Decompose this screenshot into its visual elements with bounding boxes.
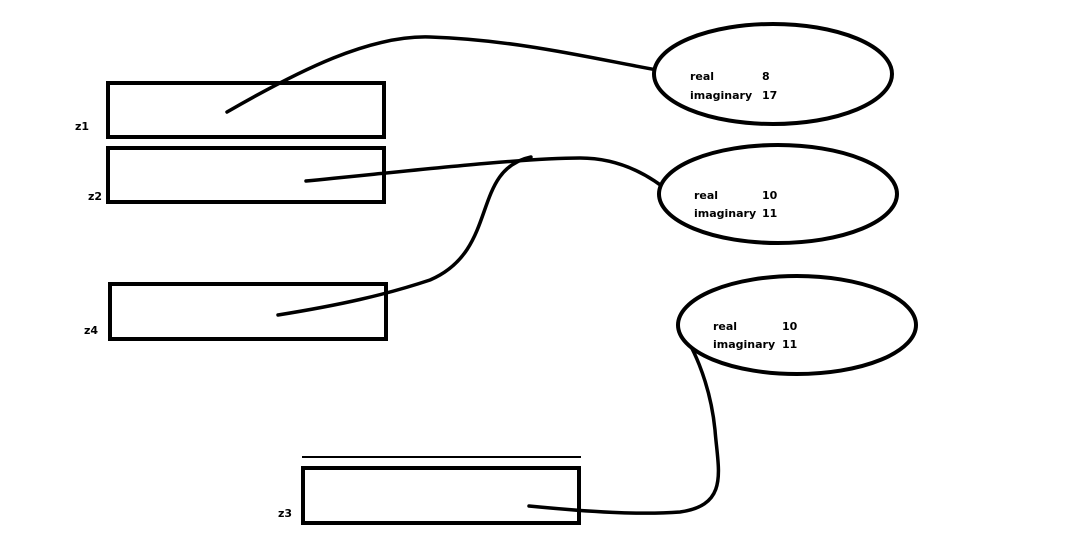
object-ellipse-1 [652,22,894,126]
imaginary-label: imaginary [694,207,756,220]
variable-z2: z2 [88,146,386,204]
variable-label-z1: z1 [75,120,89,133]
variable-box-z2 [106,146,386,204]
real-value: 8 [762,70,770,83]
variable-label-z4: z4 [84,324,98,337]
reference-line-z4 [276,155,533,317]
complex-object-1: real 8 imaginary 17 [652,22,894,126]
variable-z3: z3 [278,456,581,525]
imaginary-value: 11 [762,207,777,220]
variable-box-z1 [106,81,386,139]
variable-z4: z4 [84,282,388,341]
variable-box-z3 [301,466,581,525]
variable-label-z3: z3 [278,507,292,520]
real-value: 10 [762,189,778,202]
variable-z1: z1 [75,81,386,139]
imaginary-label: imaginary [713,338,775,351]
imaginary-value: 17 [762,89,777,102]
imaginary-value: 11 [782,338,797,351]
reference-line-z1 [225,35,659,114]
imaginary-label: imaginary [690,89,752,102]
reference-line-z2 [304,156,675,197]
reference-line-z3 [527,326,721,515]
variable-label-z2: z2 [88,190,102,203]
complex-object-2: real 10 imaginary 11 [657,143,899,245]
object-ellipse-2 [657,143,899,245]
real-value: 10 [782,320,798,333]
object-ellipse-3 [676,274,918,376]
complex-object-3: real 10 imaginary 11 [676,274,918,376]
real-label: real [690,70,714,83]
real-label: real [694,189,718,202]
variable-box-z4 [108,282,388,341]
real-label: real [713,320,737,333]
